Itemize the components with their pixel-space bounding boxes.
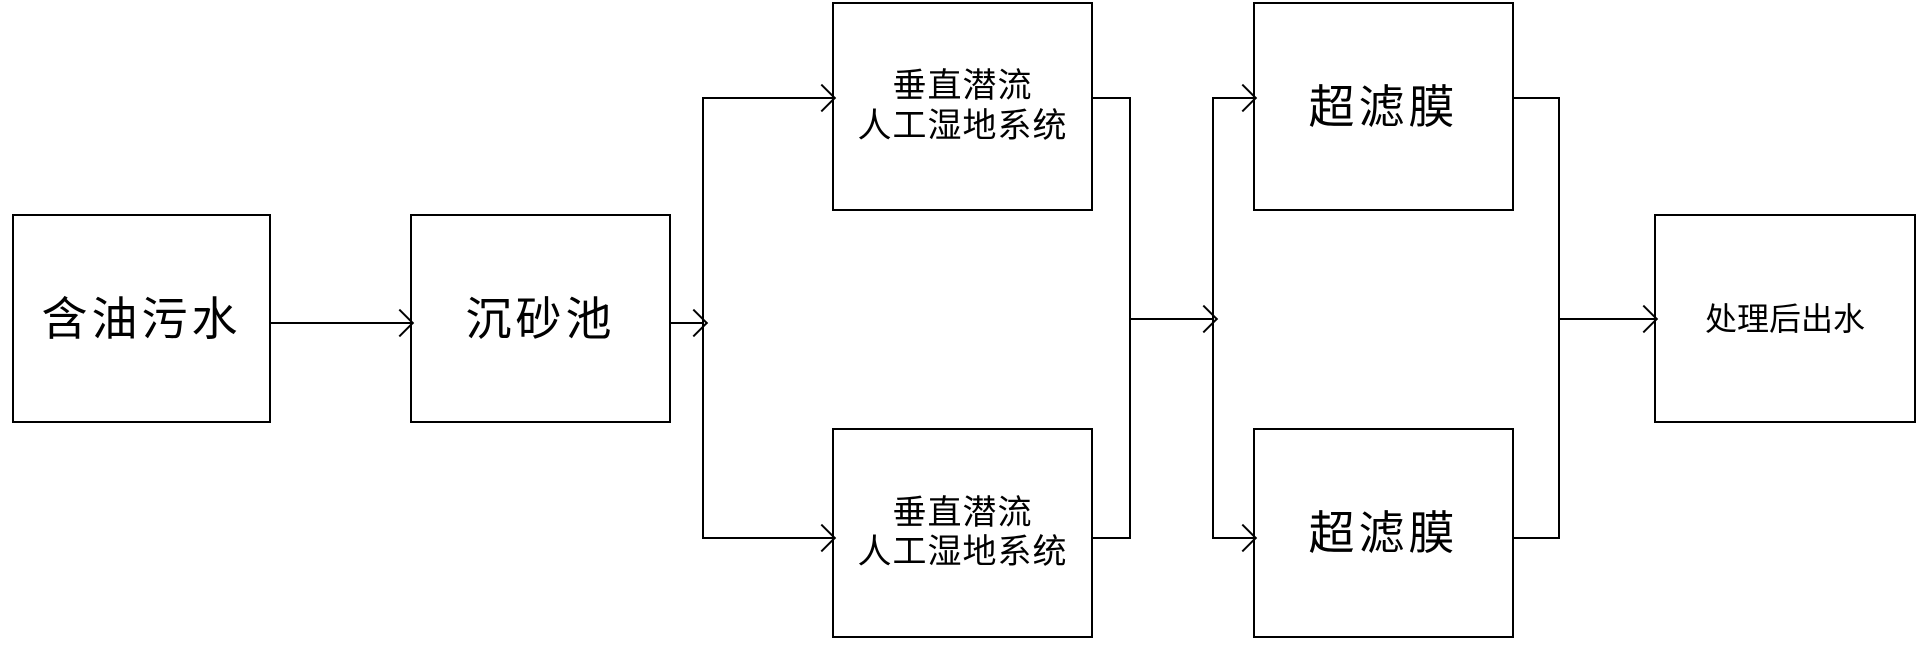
split-vertical-2 — [1212, 97, 1214, 539]
connector-to-effluent — [1558, 318, 1654, 320]
wetland-top-label: 垂直潜流 人工湿地系统 — [858, 67, 1068, 145]
uf-membrane-bottom-label: 超滤膜 — [1308, 506, 1459, 560]
oily-wastewater-box: 含油污水 — [12, 214, 271, 423]
connector-uf-top-out — [1514, 97, 1560, 99]
wetland-bottom-label: 垂直潜流 人工湿地系统 — [857, 492, 1068, 572]
wetland-bottom-line2: 人工湿地系统 — [857, 532, 1068, 572]
wetland-bottom-line1: 垂直潜流 — [892, 492, 1033, 533]
wetland-top-line1: 垂直潜流 — [892, 66, 1033, 107]
wetland-bottom-box: 垂直潜流 人工湿地系统 — [832, 428, 1093, 638]
treated-effluent-box: 处理后出水 — [1654, 214, 1916, 423]
wetland-top-line2: 人工湿地系统 — [857, 105, 1068, 146]
uf-membrane-top-label: 超滤膜 — [1308, 79, 1459, 134]
connector-wastewater-to-grit — [271, 322, 410, 324]
connector-wetland-bottom-out — [1093, 537, 1131, 539]
grit-chamber-label: 沉砂池 — [465, 291, 616, 346]
connector-uf-bottom-out — [1514, 537, 1560, 539]
wetland-top-box: 垂直潜流 人工湿地系统 — [832, 2, 1093, 211]
connector-to-wetland-bottom — [702, 537, 832, 539]
grit-chamber-box: 沉砂池 — [410, 214, 671, 423]
connector-merge-to-split — [1129, 318, 1214, 320]
treated-effluent-label: 处理后出水 — [1704, 299, 1865, 338]
uf-membrane-bottom-box: 超滤膜 — [1253, 428, 1514, 638]
uf-membrane-top-box: 超滤膜 — [1253, 2, 1514, 211]
connector-to-wetland-top — [702, 97, 832, 99]
oily-wastewater-label: 含油污水 — [41, 291, 242, 346]
connector-wetland-top-out — [1093, 97, 1131, 99]
split-vertical-1 — [702, 97, 704, 538]
